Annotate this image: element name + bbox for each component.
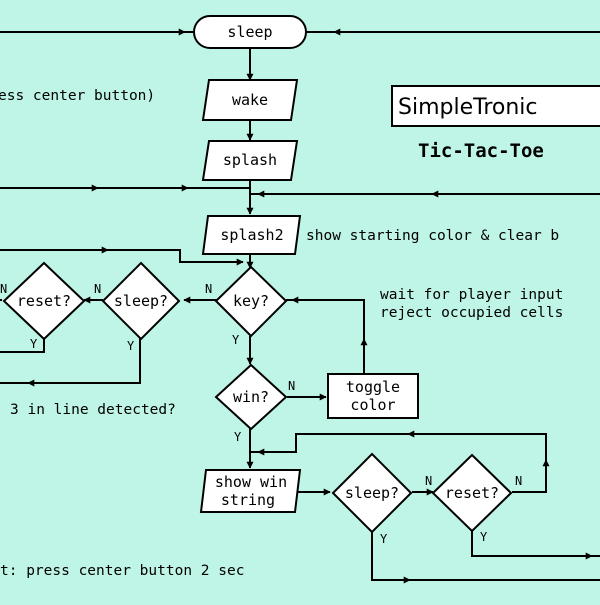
reset-left-yes-label: Y: [30, 337, 38, 351]
sleep-bottom-decision-label: sleep?: [345, 484, 399, 502]
show-win-string-label-1: show win: [215, 473, 287, 491]
node-toggle-color: toggle color: [327, 373, 419, 419]
reset-left-decision-label: reset?: [17, 292, 71, 310]
annotations: ess center button) show starting color &…: [0, 88, 563, 579]
node-reset-left-decision: reset?: [2, 261, 86, 341]
annotation-press-center: ess center button): [0, 88, 155, 104]
branch-labels: N Y N Y N Y N Y N Y N Y: [0, 282, 522, 546]
sleep-bottom-decision-shape: [331, 452, 413, 534]
reset-left-no-label: N: [0, 282, 7, 296]
title-block: SimpleTronic Tic-Tac-Toe: [391, 85, 600, 162]
sleep-mid-no-label: N: [94, 282, 101, 296]
node-splash: splash: [201, 140, 299, 181]
annotation-three-in-line: 3 in line detected?: [10, 402, 176, 418]
reset-bottom-decision-label: reset?: [445, 484, 499, 502]
key-decision-shape: [214, 265, 288, 338]
splash2-label: splash2: [220, 226, 283, 244]
node-wake: wake: [201, 79, 299, 121]
node-sleep-mid-decision: sleep?: [101, 261, 181, 341]
edge-250-to-key: [108, 249, 244, 266]
toggle-color-shape: [327, 373, 419, 419]
edge-reset-left-y: [0, 338, 45, 353]
toggle-color-label-1: toggle: [346, 378, 400, 396]
key-no-label: N: [205, 282, 212, 296]
node-sleep-bottom-decision: sleep?: [331, 452, 413, 534]
show-win-string-label-2: string: [221, 491, 275, 509]
reset-bottom-decision-shape: [431, 453, 513, 533]
sleep-terminator-label: sleep: [227, 23, 272, 41]
wake-shape: [201, 79, 299, 121]
edge-sleep-bottom-y: [371, 532, 600, 581]
edge-toggle-to-key: [286, 299, 365, 374]
splash2-shape: [201, 215, 302, 255]
node-splash2: splash2: [201, 215, 302, 255]
key-yes-label: Y: [232, 333, 240, 347]
wake-label: wake: [232, 91, 268, 109]
reset-left-decision-shape: [2, 261, 86, 341]
subtitle: Tic-Tac-Toe: [418, 140, 544, 162]
node-win-decision: win?: [214, 363, 288, 431]
sleep-terminator-shape: [193, 15, 307, 49]
edge-loop-into-spine: [250, 433, 547, 458]
sleep-bottom-no-label: N: [425, 474, 432, 488]
connectors: [0, 28, 600, 584]
reset-bottom-no-label: N: [515, 474, 522, 488]
annotation-reject-cells: reject occupied cells: [380, 305, 563, 321]
reset-bottom-yes-label: Y: [480, 530, 488, 544]
node-reset-bottom-decision: reset?: [431, 453, 513, 533]
node-show-win-string: show win string: [199, 469, 302, 513]
sleep-mid-decision-label: sleep?: [114, 292, 168, 310]
brand-box: [391, 85, 600, 127]
edge-reset-bottom-y: [471, 530, 600, 557]
win-decision-shape: [214, 363, 288, 431]
edge-sleep-mid-y: [0, 338, 141, 384]
win-yes-label: Y: [234, 430, 242, 444]
toggle-color-label-2: color: [350, 396, 395, 414]
brand-title: SimpleTronic: [398, 95, 538, 120]
sleep-mid-yes-label: Y: [127, 339, 135, 353]
splash-shape: [201, 140, 299, 181]
node-key-decision: key?: [214, 265, 288, 338]
annotation-press-center-2sec: t: press center button 2 sec: [0, 563, 244, 579]
win-no-label: N: [288, 379, 295, 393]
annotation-wait-input: wait for player input: [380, 287, 563, 303]
node-sleep-terminator: sleep: [193, 15, 307, 49]
show-win-string-shape: [199, 469, 302, 513]
annotation-show-starting: show starting color & clear b: [306, 228, 559, 244]
sleep-bottom-yes-label: Y: [380, 532, 388, 546]
win-decision-label: win?: [233, 388, 269, 406]
key-decision-label: key?: [233, 292, 269, 310]
splash-label: splash: [223, 151, 277, 169]
sleep-mid-decision-shape: [101, 261, 181, 341]
